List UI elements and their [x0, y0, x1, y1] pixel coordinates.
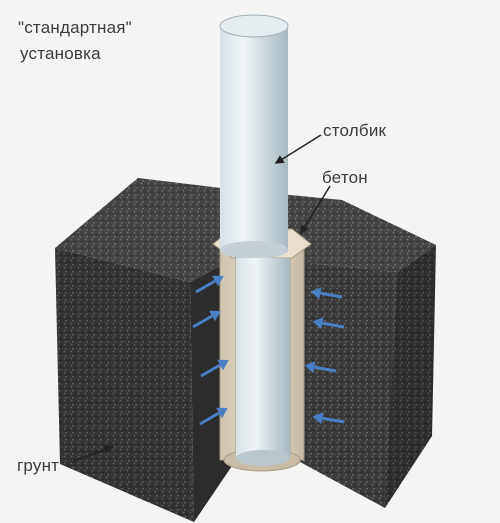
soil-label: грунт	[17, 456, 60, 475]
post-top	[219, 14, 289, 38]
concrete-leader	[300, 185, 331, 235]
soil-right-face-shade	[385, 245, 436, 508]
concrete-label: бетон	[322, 168, 368, 187]
soil-left-face	[55, 248, 194, 522]
soil-leader	[71, 445, 114, 463]
title-line-1: "стандартная"	[18, 18, 132, 37]
post-leader	[274, 134, 322, 164]
leader-lines	[71, 134, 331, 463]
soil-right-face	[300, 245, 436, 508]
post-label: столбик	[323, 121, 387, 140]
title-line-2: установка	[20, 44, 101, 63]
soil-block	[55, 178, 436, 522]
soil-left-face-shade	[55, 248, 194, 522]
post-bottom	[236, 450, 290, 466]
post-lower-body	[236, 258, 290, 458]
post-body	[220, 26, 288, 252]
post	[219, 14, 290, 466]
